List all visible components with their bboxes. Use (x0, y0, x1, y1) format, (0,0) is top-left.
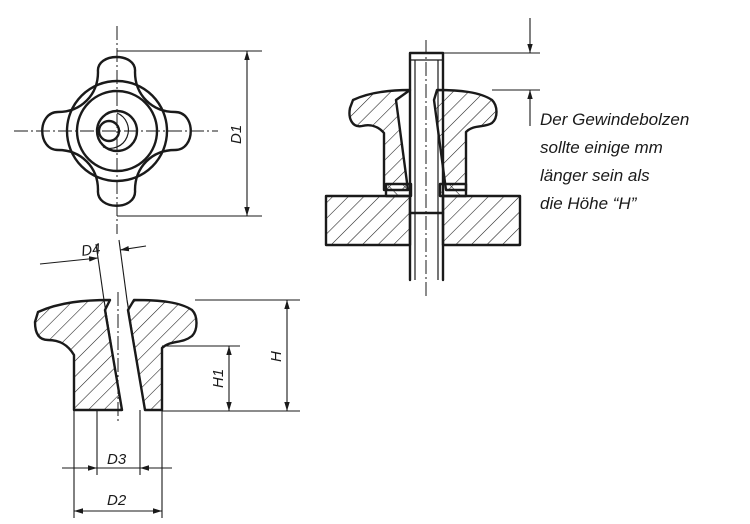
knob-section-right (126, 298, 198, 412)
washer-right (438, 182, 468, 198)
d3-label: D3 (107, 451, 127, 468)
h-label: H (268, 351, 285, 362)
bore-edge-right (126, 299, 146, 411)
mounted-knob-right (432, 88, 498, 192)
d4-label: D4 (80, 240, 101, 260)
plate-left (324, 194, 412, 247)
mounted-knob-left (348, 88, 412, 192)
bolt-note-line-4: die Höhe “H” (540, 194, 638, 213)
d4-arrow-right (119, 245, 147, 252)
knob-section-left (33, 298, 124, 412)
plate-right (441, 194, 522, 247)
d1-label: D1 (228, 125, 245, 144)
section-view: D4 H H1 D3 D2 (33, 239, 300, 518)
mounted-view: Der Gewindebolzen sollte einige mm länge… (324, 18, 689, 296)
top-view: D1 (14, 26, 262, 234)
bolt-note-line-2: sollte einige mm (540, 138, 663, 157)
washer-left (384, 182, 413, 198)
d2-label: D2 (107, 492, 127, 509)
bolt-note-line-1: Der Gewindebolzen (540, 110, 689, 129)
bore-edge-left (103, 299, 123, 411)
d4-arrow-left (39, 256, 99, 265)
thread-arc (102, 112, 129, 149)
d4-extension-left (95, 243, 105, 301)
bolt-note-line-3: länger sein als (540, 166, 650, 185)
h1-label: H1 (210, 369, 227, 388)
